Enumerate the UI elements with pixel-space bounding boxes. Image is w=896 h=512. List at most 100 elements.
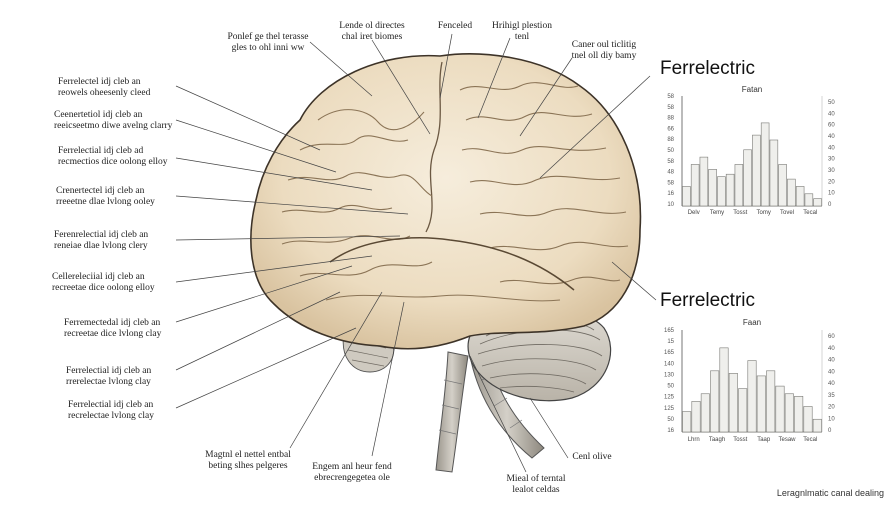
bar-14	[804, 193, 814, 207]
bar-10	[769, 139, 779, 207]
category-label: Tosst	[733, 437, 747, 443]
left-tick-label: 66	[667, 126, 674, 132]
bar-12	[794, 395, 804, 433]
leader-lines	[175, 33, 657, 473]
bar-2	[699, 156, 709, 207]
right-tick-label: 40	[828, 358, 835, 364]
right-tick-label: 20	[828, 179, 835, 185]
left-tick-label: 16	[667, 191, 674, 197]
category-label: Tovel	[780, 210, 794, 216]
right-tick-label: 40	[828, 381, 835, 387]
bar-3	[708, 169, 717, 207]
left-tick-label: 50	[667, 384, 674, 390]
left-tick-label: 165	[664, 350, 675, 356]
left-tick-label: 58	[667, 180, 674, 186]
right-tick-label: 30	[828, 168, 835, 174]
left-tick-label: 88	[667, 116, 674, 122]
bar-7	[743, 149, 752, 207]
left-tick-label: 48	[667, 170, 674, 176]
category-label: Delv	[688, 210, 700, 216]
right-tick-label: 40	[828, 145, 835, 151]
right-tick-label: 0	[828, 428, 832, 434]
category-label: Taagh	[709, 437, 725, 443]
left-tick-label: 16	[667, 428, 674, 434]
category-label: Tecal	[803, 437, 817, 443]
bar-13	[795, 186, 805, 207]
bar-2	[700, 393, 710, 433]
bar-6	[734, 164, 744, 207]
right-tick-label: 10	[828, 191, 835, 197]
label-bottom-3: Cenl olive	[572, 452, 612, 462]
bar-15	[813, 198, 822, 207]
bar-8	[756, 375, 766, 433]
bar-5	[728, 373, 738, 433]
right-tick-label: 20	[828, 405, 835, 411]
cerebrum	[250, 53, 642, 350]
bar-6	[738, 388, 748, 433]
label-top-2: Fenceled	[437, 21, 473, 31]
bar-14	[812, 418, 822, 433]
bar-1	[690, 164, 700, 207]
bar-10	[775, 385, 785, 433]
category-label: Taap	[757, 437, 771, 443]
category-label: Tosst	[733, 210, 747, 216]
right-tick-label: 0	[828, 202, 832, 208]
left-tick-label: 130	[664, 372, 675, 378]
left-tick-label: 50	[667, 417, 674, 423]
bar-4	[719, 347, 729, 433]
category-label: Tesaw	[778, 437, 796, 443]
right-tick-label: 60	[828, 334, 835, 340]
left-tick-label: 125	[664, 406, 675, 412]
credit-text: Leragnlmatic canal dealing	[776, 488, 884, 498]
bar-0	[682, 186, 691, 207]
left-tick-label: 88	[667, 137, 674, 143]
right-tick-label: 40	[828, 134, 835, 140]
left-tick-label: 140	[664, 361, 675, 367]
bar-0	[682, 411, 692, 433]
right-tick-label: 40	[828, 111, 835, 117]
left-tick-label: 165	[664, 328, 675, 334]
right-tick-label: 40	[828, 369, 835, 375]
bar-7	[747, 360, 757, 433]
bar-11	[778, 164, 787, 207]
category-label: Temy	[710, 210, 724, 216]
chart-lower-title: Ferrelectric	[660, 290, 756, 311]
category-label: Tecal	[803, 210, 817, 216]
left-tick-label: 50	[667, 148, 674, 154]
left-tick-label: 10	[667, 202, 674, 208]
left-tick-label: 125	[664, 395, 675, 401]
bar-3	[710, 370, 720, 433]
right-tick-label: 30	[828, 157, 835, 163]
bar-5	[725, 173, 735, 207]
bar-9	[760, 122, 770, 207]
bar-13	[803, 406, 813, 433]
right-tick-label: 10	[828, 416, 835, 422]
bar-11	[784, 393, 794, 433]
bar-4	[717, 176, 726, 207]
chart-upper-subtitle: Fatan	[741, 85, 763, 94]
bar-8	[752, 134, 761, 207]
chart-upper: 5858886688505848581610504060404030302010…	[667, 94, 835, 216]
bar-9	[766, 370, 776, 433]
left-tick-label: 15	[667, 339, 674, 345]
left-tick-label: 58	[667, 159, 674, 165]
category-label: Tomy	[757, 210, 771, 216]
category-label: Lhrn	[688, 437, 700, 443]
